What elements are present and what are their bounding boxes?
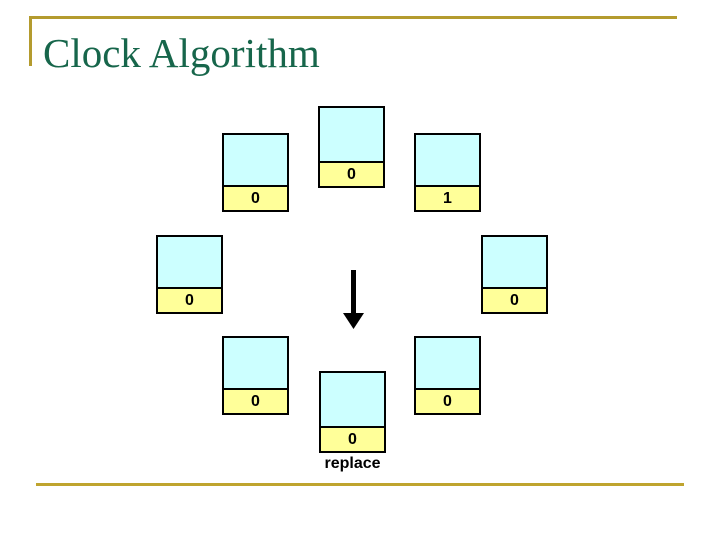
down-arrow-icon: [343, 270, 364, 329]
page-frame-upper-left: 0: [222, 133, 289, 212]
frame-page-area: [224, 338, 287, 390]
frame-use-bit: 0: [224, 187, 287, 210]
page-frame-bottom: 0: [319, 371, 386, 453]
frame-use-bit: 0: [321, 428, 384, 451]
page-frame-upper-right: 1: [414, 133, 481, 212]
header-rule: [29, 16, 677, 19]
page-title: Clock Algorithm: [43, 30, 320, 76]
footer-rule: [36, 483, 684, 486]
frame-use-bit: 0: [224, 390, 287, 413]
page-frame-middle-left: 0: [156, 235, 223, 314]
frame-page-area: [416, 338, 479, 390]
replace-label: replace: [324, 455, 381, 472]
page-frame-lower-left: 0: [222, 336, 289, 415]
frame-page-area: [158, 237, 221, 289]
frame-use-bit: 0: [158, 289, 221, 312]
page-frame-middle-right: 0: [481, 235, 548, 314]
page-frame-lower-right: 0: [414, 336, 481, 415]
frame-use-bit: 0: [483, 289, 546, 312]
frame-page-area: [483, 237, 546, 289]
frame-page-area: [321, 373, 384, 428]
header-rule-vertical: [29, 16, 32, 66]
frame-use-bit: 1: [416, 187, 479, 210]
page-frame-top: 0: [318, 106, 385, 188]
frame-use-bit: 0: [416, 390, 479, 413]
frame-page-area: [416, 135, 479, 187]
frame-page-area: [224, 135, 287, 187]
frame-page-area: [320, 108, 383, 163]
frame-use-bit: 0: [320, 163, 383, 186]
